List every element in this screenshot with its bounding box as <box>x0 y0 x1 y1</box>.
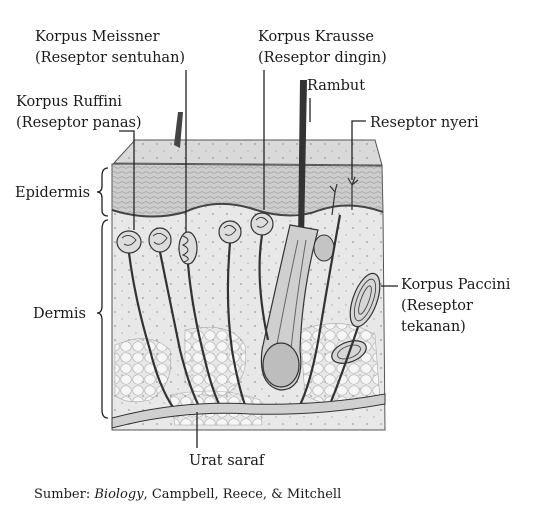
source-credit: Sumber: Biology, Campbell, Reece, & Mitc… <box>34 487 341 502</box>
label-dermis: Dermis <box>33 306 86 322</box>
urat-saraf-bundle <box>111 393 386 429</box>
label-epidermis: Epidermis <box>15 185 91 201</box>
label-paccini-function-1: (Reseptor <box>401 298 473 314</box>
label-paccini-function-2: tekanan) <box>401 319 466 335</box>
krausse-corpuscle <box>218 212 274 244</box>
label-meissner-function: (Reseptor sentuhan) <box>35 50 186 66</box>
label-ruffini-function: (Reseptor panas) <box>16 115 142 131</box>
epidermis-bracket <box>96 167 109 217</box>
ruffini-corpuscle <box>116 227 172 254</box>
source-prefix: Sumber: <box>34 487 91 502</box>
label-rambut: Rambut <box>307 78 366 94</box>
short-hair <box>174 112 183 148</box>
label-meissner: Korpus Meissner <box>35 29 160 45</box>
label-urat-saraf: Urat saraf <box>189 453 265 469</box>
source-authors: , Campbell, Reece, & Mitchell <box>143 487 342 502</box>
label-reseptor-nyeri: Reseptor nyeri <box>370 115 479 131</box>
layer-brackets <box>96 167 109 419</box>
dermis-bracket <box>96 219 109 419</box>
hair-follicle <box>260 80 335 391</box>
label-ruffini: Korpus Ruffini <box>16 94 122 110</box>
source-book: Biology <box>94 487 144 502</box>
meissner-corpuscle <box>178 231 198 265</box>
label-krausse: Korpus Krausse <box>258 29 374 45</box>
skin-block <box>111 139 386 431</box>
label-krausse-function: (Reseptor dingin) <box>258 50 387 66</box>
leader-lines <box>119 70 398 448</box>
label-paccini: Korpus Paccini <box>401 277 511 293</box>
pain-receptor <box>329 176 359 216</box>
